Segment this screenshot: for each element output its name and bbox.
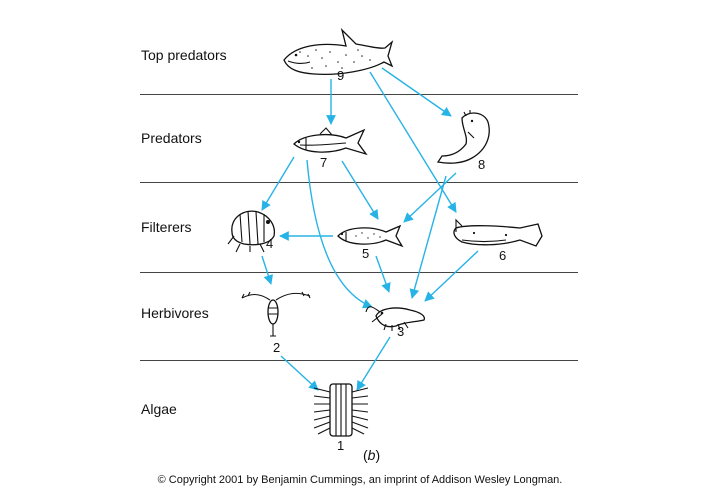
arrow-3-to-1 — [356, 336, 391, 391]
arrow-9-to-8 — [381, 67, 452, 117]
organism-number-4: 4 — [266, 236, 273, 251]
divider-line — [140, 360, 578, 361]
arrow-4-to-2 — [261, 255, 273, 285]
divider-line — [140, 94, 578, 95]
arrow-6-to-3 — [424, 250, 479, 302]
level-label-predators: Predators — [141, 130, 202, 146]
organism-number-7: 7 — [320, 155, 327, 170]
figure-caption: (b) — [363, 447, 380, 463]
small-fish-icon — [337, 224, 404, 248]
organism-number-8: 8 — [478, 157, 485, 172]
organism-number-9: 9 — [337, 68, 344, 83]
arrow-5-to-3 — [375, 255, 391, 293]
divider-line — [140, 272, 578, 273]
arrow-9-to-6 — [369, 71, 457, 213]
baleen-whale-icon — [453, 218, 543, 247]
caption-open-paren: ( — [363, 447, 368, 463]
arrow-7-to-4 — [261, 156, 295, 211]
arrow-8-to-5 — [403, 172, 457, 223]
organism-number-2: 2 — [273, 340, 280, 355]
arrow-7-to-5 — [341, 160, 379, 220]
organism-number-1: 1 — [337, 438, 344, 453]
organism-number-5: 5 — [362, 246, 369, 261]
organism-number-6: 6 — [499, 248, 506, 263]
organism-number-3: 3 — [397, 324, 404, 339]
copepod-icon — [241, 291, 311, 337]
level-label-herbivores: Herbivores — [141, 305, 209, 321]
arrow-8-to-3 — [409, 175, 447, 299]
algae-icon — [313, 383, 369, 437]
level-label-filterers: Filterers — [141, 219, 192, 235]
caption-letter: b — [367, 447, 376, 463]
divider-line — [140, 182, 578, 183]
level-label-top-predators: Top predators — [141, 47, 227, 63]
caption-close-paren: ) — [375, 447, 381, 463]
killer-whale-icon — [283, 27, 394, 76]
arrow-7-to-3 — [306, 159, 373, 309]
fish-icon — [293, 127, 368, 156]
feeding-arrows — [261, 67, 479, 391]
seal-icon — [436, 110, 490, 164]
level-label-algae: Algae — [141, 401, 177, 417]
copyright-notice: © Copyright 2001 by Benjamin Cummings, a… — [157, 474, 563, 486]
shrimp-icon — [365, 306, 426, 331]
arrow-2-to-1 — [280, 355, 319, 391]
amphipod-icon — [227, 210, 276, 253]
